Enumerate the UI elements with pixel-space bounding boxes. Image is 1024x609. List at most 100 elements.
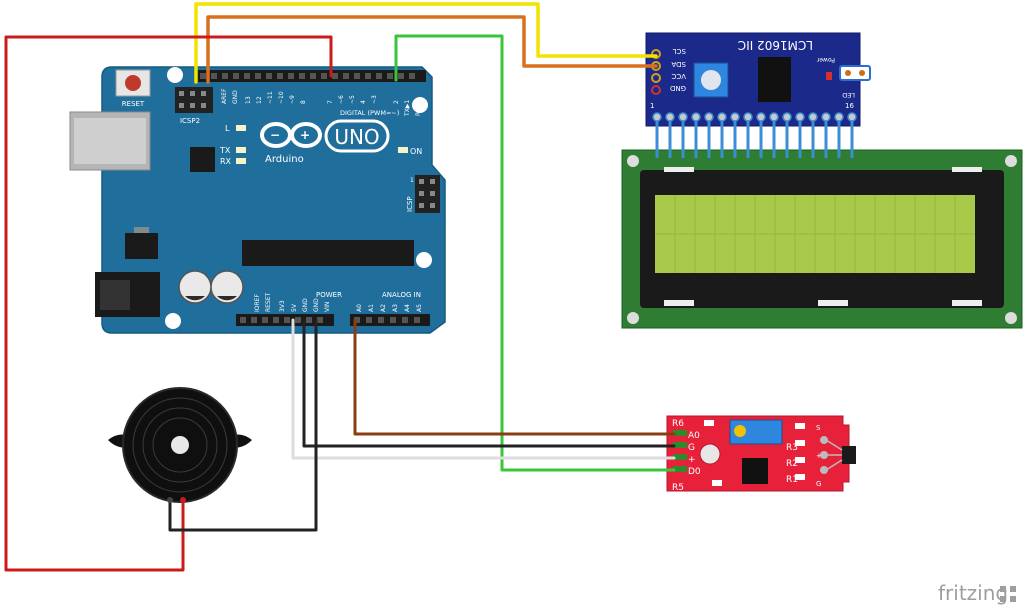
digital-pin-labels: AREF GND 13 12 ~11 ~10 ~9 8 7 ~6 ~5 4 ~3… [221,88,422,117]
sound-sensor-module: A0 G + D0 R6 R3 R2 R5 R1 S + G [666,415,856,493]
power-jack-inner [100,280,130,310]
pin-label: RX◀0 [415,99,422,116]
wire-black-gnd [302,318,676,448]
lcd-tab [818,300,848,306]
arduino-uno-board: RESET ICSP2 AREF GND 13 12 ~11 [69,66,446,334]
pin-label: TX▶1 [404,100,411,117]
i2c-pin-first: 1 [650,102,654,110]
sensor-pin-label: + [688,455,696,465]
pin-label: ~6 [338,95,345,104]
icsp-pin-one: 1 [410,177,414,184]
sensor-component-label: R1 [786,475,798,485]
uno-logo-text: UNO [334,125,379,149]
buzzer-rings [132,397,228,493]
pin-label: ~10 [278,91,285,104]
mounting-hole [416,252,432,268]
pin-label: A3 [392,304,399,312]
wire-orange-sda [206,15,658,84]
mounting-hole [627,155,639,167]
arduino-brand: Arduino [265,154,304,165]
i2c-power-label: Power [816,56,835,63]
pin-label: 3V3 [279,300,286,312]
i2c-chip [758,57,791,102]
pin-label: A2 [380,304,387,312]
digital-label: DIGITAL (PWM=~) [340,109,399,117]
mounting-hole [1005,155,1017,167]
analog-label: ANALOG IN [382,291,421,299]
wire-black-buzzer [168,318,318,532]
led-jumper [839,65,871,81]
pin-label: 13 [245,96,252,104]
led-l-label: L [225,124,230,133]
sensor-header-pins [673,430,687,472]
mounting-hole [627,312,639,324]
lcd-char-grid [655,195,975,273]
lcd-connector-pins [655,116,854,158]
mounting-hole [412,97,428,113]
analog-pin-labels: A0 A1 A2 A3 A4 A5 [356,304,423,312]
power-header-pins [240,317,323,323]
digital-header-pins [200,73,415,79]
fritzing-logo-icon [1000,586,1016,602]
icsp-header [415,175,440,213]
arduino-pcb [101,66,446,334]
sensor-chip [742,458,768,484]
lcd-connector-pads [652,112,857,122]
sensor-pin-label: A0 [688,431,700,441]
i2c-backpack-module: LCM1602 IIC Power SCL SDA VCC GND LED 1 … [645,32,871,158]
pin-label: ~3 [371,95,378,104]
led-on-label: ON [410,147,422,156]
arduino-logo: − + [260,119,390,153]
lcd-tab [664,300,694,306]
svg-text:+: + [300,128,310,142]
i2c-pin-label: SDA [671,60,686,68]
fritzing-brand: fritzing [938,581,1008,605]
sensor-s-label: S [816,424,821,432]
fritzing-watermark: fritzing [938,581,1016,605]
lcd-tab [664,167,694,172]
i2c-power-led [826,72,832,80]
wire-red-vcc [4,35,333,572]
mounting-hole [699,443,721,465]
pin-label: A4 [404,304,411,312]
analog-header-pins [354,317,420,323]
pin-label: GND [302,298,309,312]
pin-label: VIN [324,302,331,312]
main-chip [242,240,414,266]
mounting-hole [167,67,183,83]
usb-chip [190,147,215,172]
pin-label: ~9 [289,95,296,104]
pin-label: IOREF [254,294,261,312]
pin-label: RESET [265,292,272,312]
pin-label: A0 [356,304,363,312]
sensor-pin-label: G [688,443,695,453]
wire-yellow-scl [194,2,658,84]
buzzer-lead-red [180,497,186,503]
contrast-potentiometer-knob[interactable] [701,70,721,90]
reset-button-cap[interactable] [125,75,141,91]
pin-label: A5 [416,304,423,312]
led-tx-label: TX [219,146,231,155]
sensor-plus-label: + [816,452,822,460]
pin-label: 5V [291,303,298,312]
i2c-pin-label: SCL [673,47,686,55]
smd-resistors [704,420,805,486]
pin-label: 2 [393,100,400,104]
pin-label: GND [232,90,239,104]
pin-label: A1 [368,304,375,312]
sensor-potentiometer-screw[interactable] [734,425,746,437]
power-label: POWER [316,291,342,299]
mounting-hole [1005,312,1017,324]
voltage-regulator [125,233,158,259]
reset-label: RESET [122,100,145,108]
i2c-pin-last: 16 [845,102,854,110]
led-jumper-label: LED [842,91,855,99]
svg-text:−: − [270,128,280,142]
buzzer-sound-hole [171,436,189,454]
mounting-hole [165,313,181,329]
usb-port-inner [74,118,146,164]
capacitor [178,270,212,304]
i2c-pin-label: VCC [671,72,686,80]
pin-label: GND [313,298,320,312]
